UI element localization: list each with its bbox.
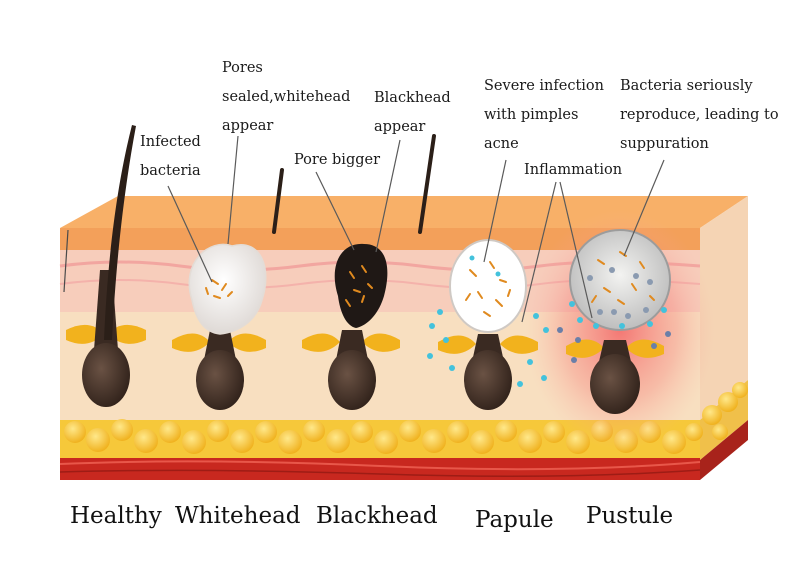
stage-label-papule: Papule xyxy=(475,507,554,533)
blackhead-plug xyxy=(334,243,388,328)
annotation-inflammation: Inflammation xyxy=(524,162,623,178)
whitehead-plug xyxy=(188,243,267,335)
stage-label-whitehead: Whitehead xyxy=(175,503,301,529)
muscle-layer xyxy=(60,458,700,480)
follicle-healthy xyxy=(63,125,146,407)
surface-hair xyxy=(418,134,436,234)
follicle-whitehead xyxy=(172,243,267,410)
annotation-blackhead-appear: Blackhead appear xyxy=(374,90,451,135)
annotation-infected-bacteria: Infected bacteria xyxy=(140,134,201,179)
papule-lesion xyxy=(449,239,527,333)
stage-label-healthy: Healthy xyxy=(70,503,162,529)
follicle-pustule xyxy=(557,229,671,414)
pustule-lesion xyxy=(569,229,671,331)
leader-lines xyxy=(167,135,665,323)
follicle-papule xyxy=(427,239,549,410)
stage-label-pustule: Pustule xyxy=(586,503,674,529)
inflammation-dots xyxy=(427,255,549,387)
annotation-pores-sealed: Pores sealed,whitehead appear xyxy=(222,60,351,134)
annotation-bacteria-reproduce: Bacteria seriously reproduce, leading to… xyxy=(620,78,779,152)
annotation-pore-bigger: Pore bigger xyxy=(294,152,381,168)
stage-label-blackhead: Blackhead xyxy=(316,503,438,529)
hair-strand xyxy=(104,125,136,340)
surface-hair xyxy=(272,168,284,234)
follicle-blackhead xyxy=(302,243,400,410)
annotation-severe-infection: Severe infection with pimples acne xyxy=(484,78,604,152)
slab-side-face xyxy=(700,196,748,420)
